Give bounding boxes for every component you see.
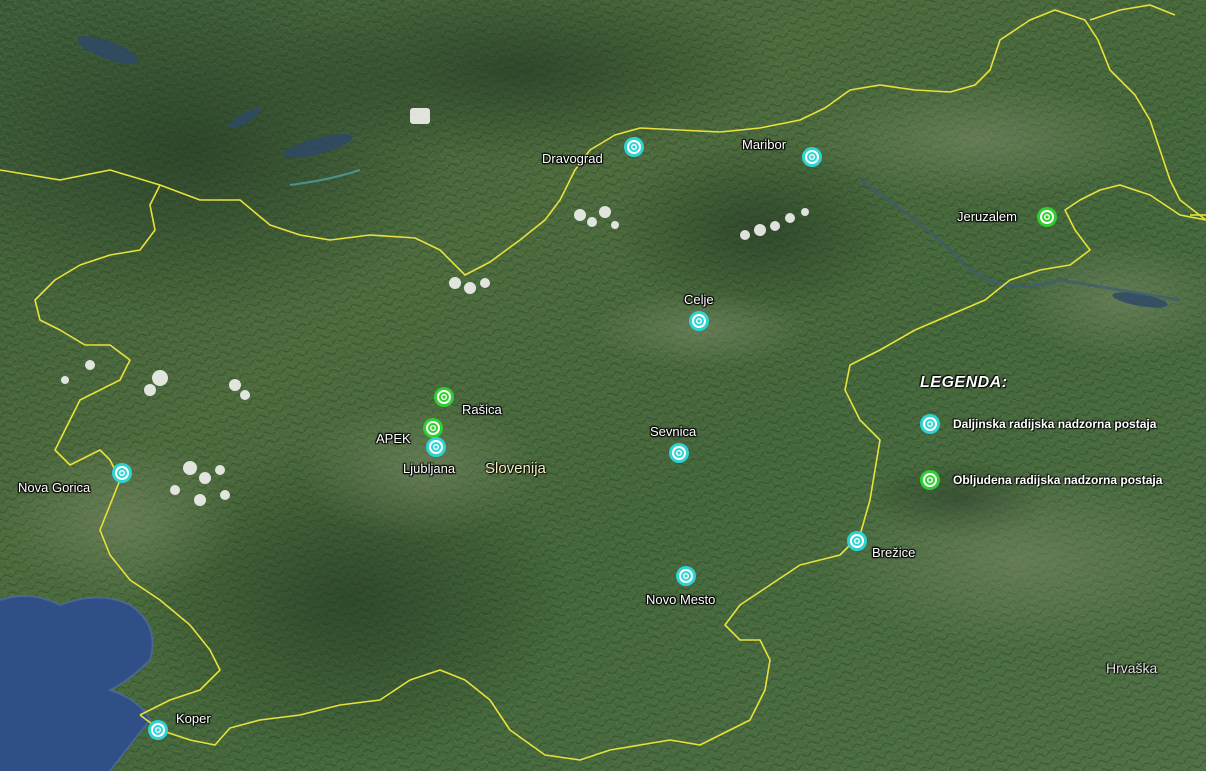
station-label-apek: APEK [376, 431, 411, 446]
station-label-dravograd: Dravograd [542, 151, 603, 166]
station-marker-maribor[interactable] [802, 147, 822, 167]
country-label-slovenia: Slovenija [485, 460, 546, 477]
station-marker-brezice[interactable] [847, 531, 867, 551]
station-marker-dravograd[interactable] [624, 137, 644, 157]
station-marker-ljubljana[interactable] [426, 437, 446, 457]
station-label-celje: Celje [684, 292, 714, 307]
green-target-icon [920, 470, 940, 490]
station-marker-jeruzalem[interactable] [1037, 207, 1057, 227]
station-label-maribor: Maribor [742, 137, 787, 152]
legend-item-remote-station: Daljinska radijska nadzorna postaja [953, 417, 1157, 431]
country-label-croatia: Hrvaška [1106, 660, 1158, 676]
station-label-brezice: Brežice [872, 545, 916, 560]
station-label-novo-mesto: Novo Mesto [646, 592, 716, 607]
station-marker-nova-gorica[interactable] [112, 463, 132, 483]
station-marker-celje[interactable] [689, 311, 709, 331]
station-label-koper: Koper [176, 711, 211, 726]
station-label-rasica: Rašica [462, 402, 502, 417]
station-label-sevnica: Sevnica [650, 424, 697, 439]
station-marker-apek[interactable] [423, 418, 443, 438]
station-label-jeruzalem: Jeruzalem [957, 209, 1017, 224]
station-marker-koper[interactable] [148, 720, 168, 740]
station-marker-rasica[interactable] [434, 387, 454, 407]
station-marker-novo-mesto[interactable] [676, 566, 696, 586]
adriatic-sea [0, 596, 153, 771]
slovenia-border [0, 9, 1206, 276]
station-label-nova-gorica: Nova Gorica [18, 480, 91, 495]
legend-title: LEGENDA: [920, 374, 1008, 391]
station-label-ljubljana: Ljubljana [403, 461, 456, 476]
station-marker-sevnica[interactable] [669, 443, 689, 463]
legend-item-manned-station: Obljudena radijska nadzorna postaja [953, 473, 1163, 487]
cyan-target-icon [920, 414, 940, 434]
